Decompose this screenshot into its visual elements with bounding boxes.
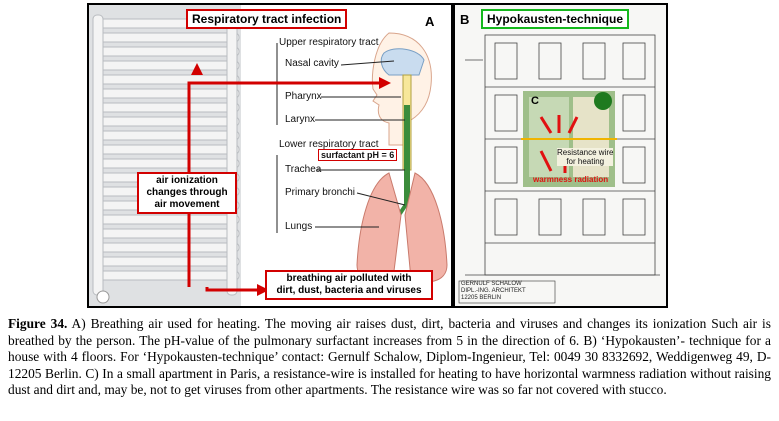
photo-inset-plant xyxy=(594,92,612,110)
primary-bronchi-label: Primary bronchi xyxy=(285,187,356,198)
inset-c-letter: C xyxy=(531,95,539,107)
nasal-cavity-shape xyxy=(380,48,425,76)
panel-divider xyxy=(451,5,455,306)
panel-a-letter: A xyxy=(425,14,435,29)
trachea-label: Trachea xyxy=(285,164,322,175)
air-ionization-line-1: air ionization xyxy=(156,175,218,186)
figure-panel: Respiratory tract infection A Upper resp… xyxy=(87,3,668,308)
lungs-label: Lungs xyxy=(285,221,313,232)
resistance-wire-label: Resistance wire for heating xyxy=(557,148,614,166)
lower-tract-label: Lower respiratory tract xyxy=(279,139,379,150)
figure-caption: Figure 34. A) Breathing air used for hea… xyxy=(8,316,771,399)
panel-b-letter: B xyxy=(460,12,470,27)
resistance-wire-line-2: for heating xyxy=(566,157,605,166)
polluted-air-box: breathing air polluted with dirt, dust, … xyxy=(265,270,433,300)
stamp-line-3: 12205 BERLIN xyxy=(461,295,502,301)
upper-tract-label: Upper respiratory tract xyxy=(279,37,379,48)
trachea-shape xyxy=(404,105,410,205)
figure-label: Figure 34. xyxy=(8,316,68,331)
arrow-head-right xyxy=(379,77,391,89)
larynx-label: Larynx xyxy=(285,114,316,125)
warmness-radiation-label: warmness radiation xyxy=(533,175,609,184)
air-ionization-line-3: air movement xyxy=(154,199,220,210)
polluted-air-line-2: dirt, dust, bacteria and viruses xyxy=(276,285,422,296)
resistance-wire-line-1: Resistance wire xyxy=(557,148,614,157)
radiator-icon xyxy=(92,14,240,296)
lungs-shape xyxy=(356,172,448,283)
pharynx-label: Pharynx xyxy=(285,91,322,102)
stamp-text: GERNULF SCHALOW DIPL.-ING. ARCHITEKT 122… xyxy=(461,281,526,302)
label-leaders xyxy=(276,43,406,233)
arrow-head-bottom xyxy=(257,284,269,296)
nasal-cavity-label: Nasal cavity xyxy=(285,58,339,69)
panel-a-title: Respiratory tract infection xyxy=(186,9,348,29)
arrow-head-up xyxy=(191,63,203,75)
surfactant-label: surfactant pH = 6 xyxy=(318,149,398,161)
stamp-line-2: DIPL.-ING. ARCHITEKT xyxy=(461,288,526,294)
air-ionization-line-2: changes through xyxy=(146,187,228,198)
airway-anatomy xyxy=(371,32,432,235)
polluted-air-line-1: breathing air polluted with xyxy=(286,273,412,284)
architect-stamp xyxy=(458,280,556,304)
panel-b: B Hypokausten-technique C Resistance wir… xyxy=(455,5,666,306)
radiator-valve-icon xyxy=(96,290,110,304)
caption-text: A) Breathing air used for heating. The m… xyxy=(8,316,771,397)
air-ionization-box: air ionization changes through air movem… xyxy=(137,172,237,214)
stamp-line-1: GERNULF SCHALOW xyxy=(461,281,522,287)
panel-b-title: Hypokausten-technique xyxy=(481,9,630,29)
panel-a-drawing xyxy=(89,5,448,306)
panel-a: Respiratory tract infection A Upper resp… xyxy=(89,5,451,306)
panel-b-drawing xyxy=(458,34,660,304)
building-elevation-drawing xyxy=(465,34,660,276)
